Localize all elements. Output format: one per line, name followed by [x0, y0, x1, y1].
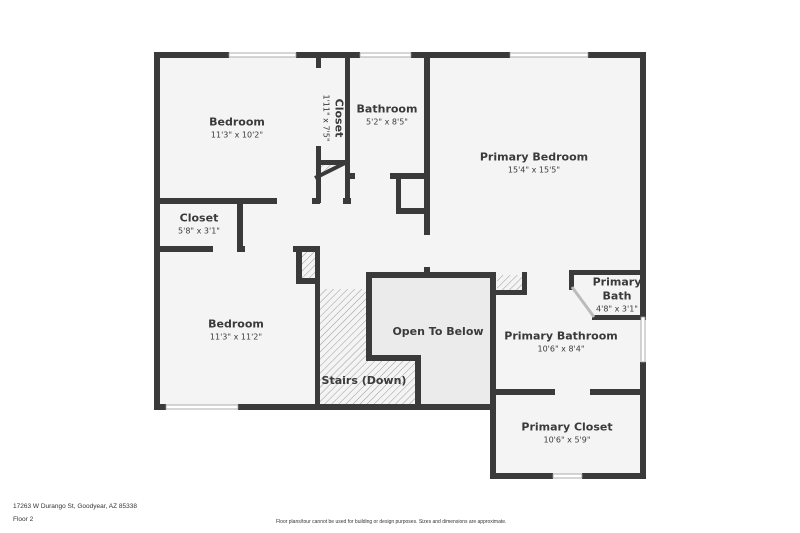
- property-address: 17263 W Durango St, Goodyear, AZ 85338: [13, 503, 137, 510]
- room-closet-2: Closet 5'8" x 3'1": [178, 212, 220, 237]
- room-primary-closet: Primary Closet 10'6" x 5'9": [521, 421, 612, 446]
- chase-1: [301, 251, 316, 278]
- open-to-below-area: [369, 275, 491, 407]
- floor-label: Floor 2: [13, 516, 34, 523]
- room-open-to-below: Open To Below: [392, 325, 483, 339]
- windows: [165, 52, 646, 479]
- room-dimensions: 4'8" x 3'1": [596, 304, 638, 314]
- room-primary-bath: Primary Bath 4'8" x 3'1": [593, 276, 642, 315]
- room-name: Closet: [179, 211, 219, 225]
- room-name: Closet: [332, 98, 346, 138]
- room-bathroom: Bathroom 5'2" x 8'5": [357, 103, 418, 128]
- room-dimensions: 1'11" x 7'5": [321, 94, 331, 142]
- disclaimer: Floor plans/tour cannot be used for buil…: [276, 519, 507, 525]
- room-closet-1: Closet 1'11" x 7'5": [321, 94, 346, 141]
- room-bedroom-2: Bedroom 11'3" x 11'2": [208, 318, 264, 343]
- room-name: Open To Below: [392, 325, 484, 338]
- room-name: Bedroom: [208, 317, 264, 331]
- room-dimensions: 5'2" x 8'5": [366, 117, 408, 127]
- room-name: Primary Closet: [521, 420, 613, 434]
- chase-2: [497, 275, 524, 293]
- room-name: Primary Bedroom: [479, 150, 589, 164]
- room-name: Bedroom: [209, 115, 265, 129]
- room-name-line2: Bath: [602, 289, 632, 303]
- room-dimensions: 11'3" x 10'2": [210, 130, 264, 140]
- room-dimensions: 11'3" x 11'2": [209, 332, 263, 342]
- room-dimensions: 15'4" x 15'5": [507, 165, 561, 175]
- room-dimensions: 10'6" x 5'9": [543, 435, 591, 445]
- room-name-line1: Primary: [592, 275, 642, 289]
- room-primary-bedroom: Primary Bedroom 15'4" x 15'5": [480, 151, 588, 176]
- room-stairs: Stairs (Down): [322, 374, 407, 388]
- room-name: Stairs (Down): [321, 374, 407, 387]
- primary-bath-door: [570, 286, 596, 318]
- room-name: Primary Bathroom: [504, 329, 618, 343]
- room-dimensions: 10'6" x 8'4": [537, 344, 585, 354]
- room-dimensions: 5'8" x 3'1": [178, 226, 220, 236]
- walls: [154, 52, 646, 479]
- room-bedroom-1: Bedroom 11'3" x 10'2": [209, 116, 265, 141]
- room-name: Bathroom: [356, 102, 418, 116]
- room-primary-bathroom: Primary Bathroom 10'6" x 8'4": [504, 330, 617, 355]
